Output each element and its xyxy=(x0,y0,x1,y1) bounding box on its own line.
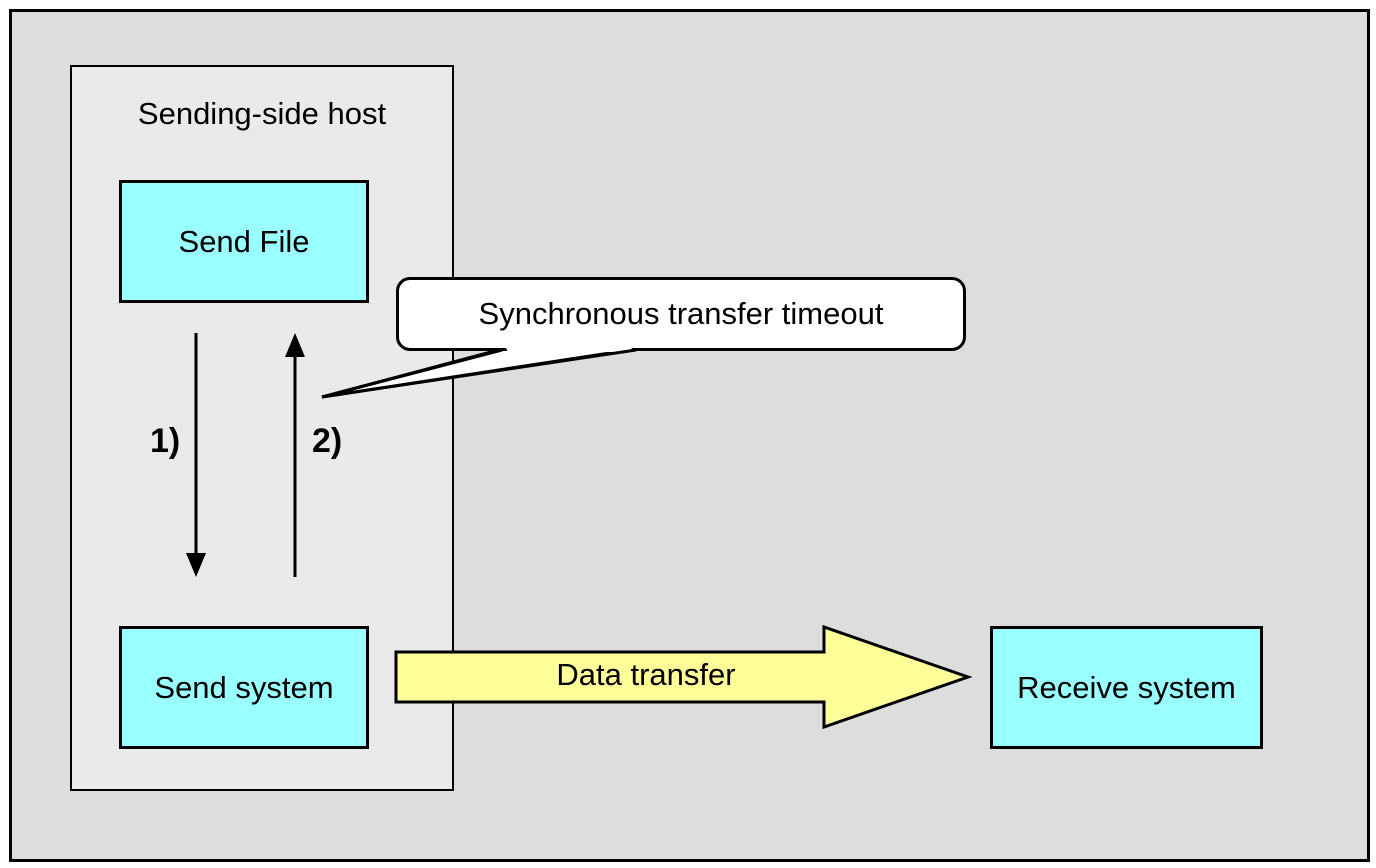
receive-system-label: Receive system xyxy=(1017,669,1236,705)
step-1-label: 1) xyxy=(150,422,181,460)
send-file-label: Send File xyxy=(178,223,310,259)
synchronous-transfer-timeout-callout: Synchronous transfer timeout xyxy=(396,277,966,351)
callout-label: Synchronous transfer timeout xyxy=(478,296,884,331)
send-system-label: Send system xyxy=(154,669,334,705)
send-system-box: Send system xyxy=(119,626,369,749)
sending-side-host-label: Sending-side host xyxy=(137,96,387,131)
receive-system-box: Receive system xyxy=(990,626,1263,749)
data-transfer-label: Data transfer xyxy=(556,657,736,692)
send-file-box: Send File xyxy=(119,180,369,303)
step-2-label: 2) xyxy=(312,422,343,460)
